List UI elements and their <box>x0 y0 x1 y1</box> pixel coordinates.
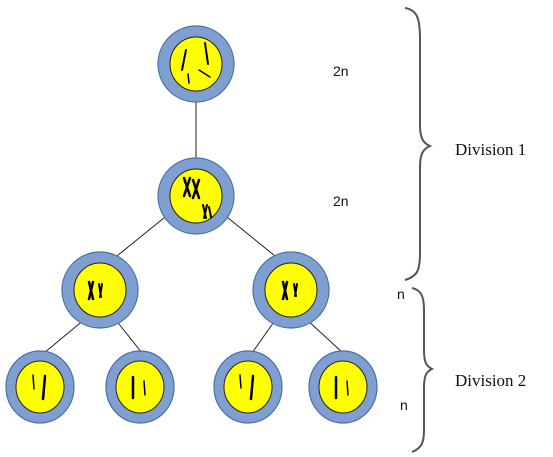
chromosomes <box>281 280 298 301</box>
edge-2n-to-right <box>221 212 276 257</box>
cell-gamete-4 <box>308 350 378 424</box>
edge-right-to-rr <box>305 318 344 354</box>
chromosomes <box>181 42 211 84</box>
chromosomes <box>182 176 212 219</box>
chromosomes <box>334 375 349 400</box>
brace-division-2 <box>411 287 435 453</box>
edge-right-to-rl <box>251 318 277 354</box>
chromosomes <box>32 374 47 401</box>
cell-gamete-2 <box>105 350 175 424</box>
chromosomes <box>87 280 103 301</box>
chromosomes <box>131 375 146 400</box>
cell-meiosis1-left <box>61 251 139 329</box>
ploidy-label-top: 2n <box>333 63 349 79</box>
edge-left-to-ll <box>43 318 86 354</box>
edge-2n-to-left <box>116 212 171 257</box>
ploidy-label-second: 2n <box>333 193 349 209</box>
cell-replicated <box>157 157 235 235</box>
ploidy-label-after-division-2: n <box>400 397 408 413</box>
division-2-label: Division 2 <box>455 371 526 390</box>
division-1-label: Division 1 <box>455 140 526 159</box>
edge-left-to-lr <box>114 318 143 354</box>
chromosomes <box>239 374 255 401</box>
brace-division-1 <box>404 7 433 281</box>
ploidy-label-after-division-1: n <box>397 286 405 302</box>
cell-gamete-1 <box>5 350 75 424</box>
cell-gamete-3 <box>213 350 283 424</box>
cell-meiosis1-right <box>252 251 330 329</box>
lineage-edges <box>43 102 344 354</box>
cell-parent <box>157 25 235 103</box>
